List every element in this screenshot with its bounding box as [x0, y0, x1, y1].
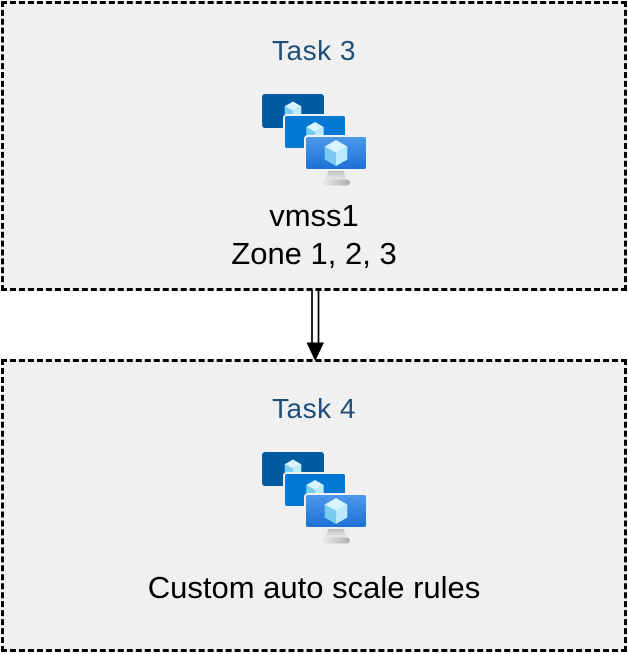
vmss-name-label: vmss1	[269, 198, 359, 233]
autoscale-label: Custom auto scale rules	[147, 570, 481, 605]
task4-box: Task 4	[1, 359, 627, 652]
task3-title: Task 3	[272, 35, 356, 66]
task3-label: vmss1 Zone 1, 2, 3	[231, 197, 396, 273]
arrowhead-icon	[306, 342, 324, 361]
zones-label: Zone 1, 2, 3	[231, 236, 397, 271]
vm-scale-sets-icon	[262, 94, 367, 186]
task4-title: Task 4	[272, 393, 356, 424]
task4-label: Custom auto scale rules	[148, 569, 481, 607]
vm-scale-sets-icon	[262, 452, 367, 544]
down-arrow-connector	[306, 290, 324, 361]
task3-box: Task 3	[1, 1, 627, 291]
